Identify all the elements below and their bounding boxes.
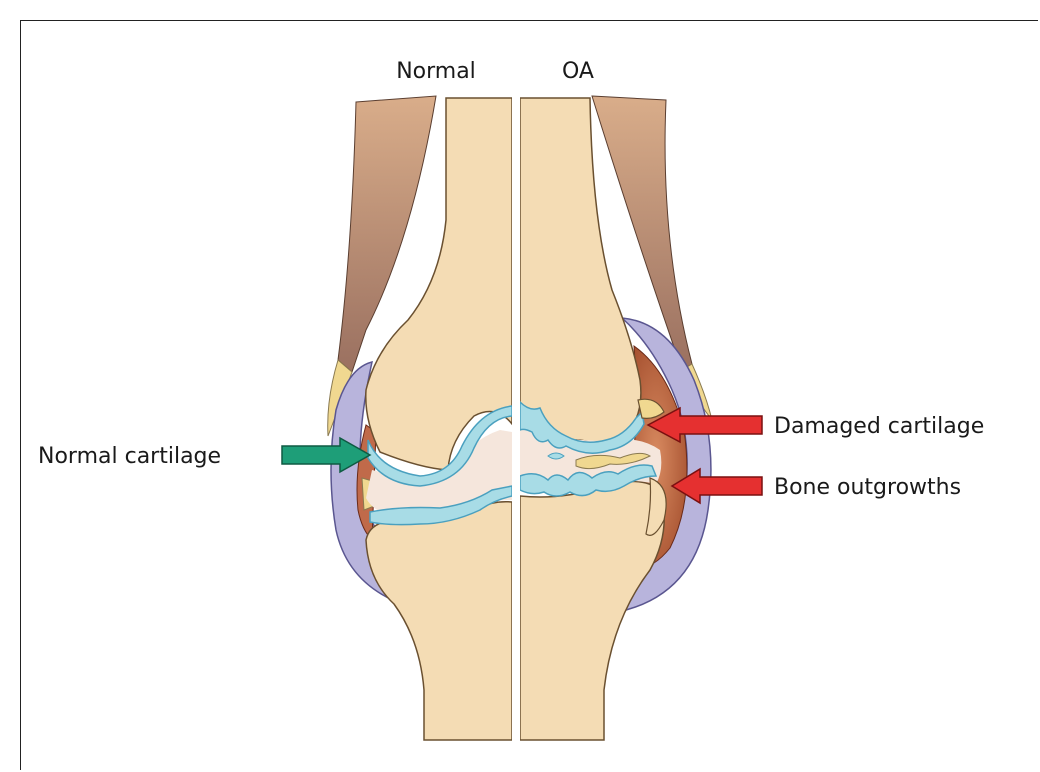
label-damaged-cartilage: Damaged cartilage (774, 414, 984, 439)
label-normal-cartilage: Normal cartilage (38, 444, 221, 469)
tibia-oa (520, 481, 664, 740)
center-divider (512, 96, 520, 746)
label-bone-outgrowths: Bone outgrowths (774, 475, 961, 500)
heading-oa: OA (562, 59, 594, 84)
tibia-normal (366, 502, 512, 740)
heading-normal: Normal (396, 59, 476, 84)
